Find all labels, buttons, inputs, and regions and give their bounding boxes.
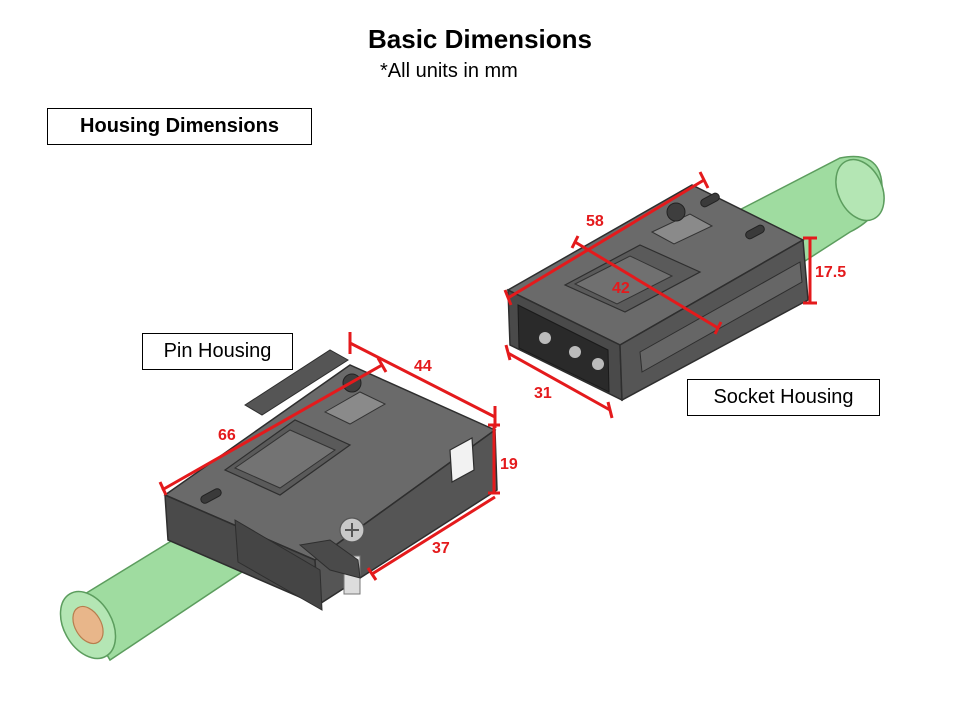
- dim-socket-width: 31: [534, 385, 552, 402]
- dim-pin-width: 44: [414, 358, 432, 375]
- page-title: Basic Dimensions: [368, 24, 592, 54]
- dim-pin-depth: 37: [432, 540, 450, 557]
- dim-pin-length: 66: [218, 427, 236, 444]
- socket-dimension-lines: [503, 171, 817, 419]
- dim-socket-inner: 42: [612, 280, 630, 297]
- dim-socket-length: 58: [586, 213, 604, 230]
- pin-dimension-lines: [158, 332, 500, 581]
- socket-housing-label: Socket Housing: [687, 379, 880, 416]
- pin-housing-label: Pin Housing: [142, 333, 293, 370]
- dim-pin-height: 19: [500, 456, 518, 473]
- pin-housing-body: [163, 349, 498, 611]
- units-note: *All units in mm: [380, 60, 518, 82]
- housing-dimensions-label: Housing Dimensions: [47, 108, 312, 145]
- dim-socket-height: 17.5: [815, 264, 846, 281]
- socket-housing-body: [506, 184, 809, 402]
